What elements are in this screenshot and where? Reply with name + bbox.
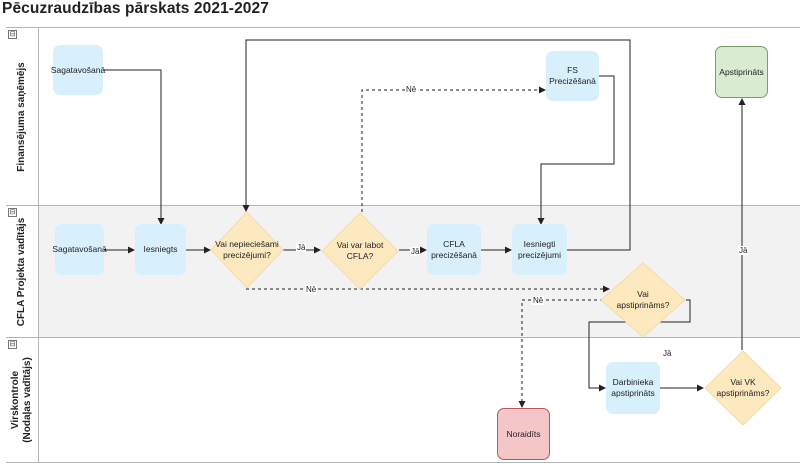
edge-fs-precizesana-to-iesniegti [537, 75, 615, 225]
collapse-icon[interactable]: ⊟ [8, 340, 17, 349]
node-noraidits[interactable]: Noraidīts [497, 408, 550, 460]
lane-virskontrole: ⊟ Virskontrole (Nodaļas vadītājs) [6, 337, 800, 463]
collapse-icon[interactable]: ⊟ [8, 208, 17, 217]
node-cfla-sagatavosana[interactable]: Sagatavošanā [52, 224, 107, 275]
collapse-icon[interactable]: ⊟ [8, 30, 17, 39]
lane-finansejuma-sanemejs: ⊟ Finansējuma saņēmējs [6, 27, 800, 206]
node-cfla-precizesana[interactable]: CFLA precizēšanā [427, 224, 481, 275]
node-iesniegti-precizejumi[interactable]: Iesniegti precizējumi [512, 224, 567, 275]
edge-fs-sagatavosana-to-iesniegts [103, 69, 165, 225]
node-fs-precizesana[interactable]: FS Precizēšanā [546, 51, 599, 101]
decision-vai-nepieciesami[interactable]: Vai nepieciešami precizējumi? [215, 239, 279, 260]
decision-shape [600, 262, 686, 338]
decision-vai-var-labot[interactable]: Vai var labot CFLA? [336, 240, 384, 261]
edge-label-ja: Jā [410, 247, 421, 256]
decision-vai-vk-apstiprinams[interactable]: Vai VK apstiprināms? [716, 377, 770, 398]
decision-shape [210, 211, 284, 289]
decision-shape [321, 212, 399, 290]
lane-header: ⊟ Finansējuma saņēmējs [6, 28, 39, 206]
edge-label-ne: Nē [405, 85, 418, 94]
edge-label-ja: Jā [662, 349, 673, 358]
edge-vai-apstiprinams-ne-to-noraidits [518, 299, 609, 408]
lane-header: ⊟ CFLA Projekta vadītājs [6, 206, 39, 338]
edge-label-ja: Jā [738, 246, 749, 255]
edge-label-ne: Nē [532, 296, 545, 305]
decision-shape [704, 350, 782, 426]
edge-var-labot-ne-to-fs-precizesana [361, 86, 546, 212]
edge-label-ne: Nē [305, 285, 318, 294]
edge-label-ja: Jā [296, 243, 307, 252]
node-darbinieka-apstiprinats[interactable]: Darbinieka apstiprināts [606, 362, 660, 414]
node-apstiprinats[interactable]: Apstiprināts [715, 46, 768, 98]
node-fs-sagatavosana[interactable]: Sagatavošanā [51, 45, 105, 95]
decision-vai-apstiprinams[interactable]: Vai apstiprināms? [616, 289, 670, 310]
diagram-title: Pēcuzraudzības pārskats 2021-2027 [2, 0, 269, 17]
lane-header: ⊟ Virskontrole (Nodaļas vadītājs) [6, 338, 39, 462]
node-iesniegts[interactable]: Iesniegts [135, 224, 186, 275]
edge-iesniegti-loop-to-nepieciesami [242, 39, 631, 251]
